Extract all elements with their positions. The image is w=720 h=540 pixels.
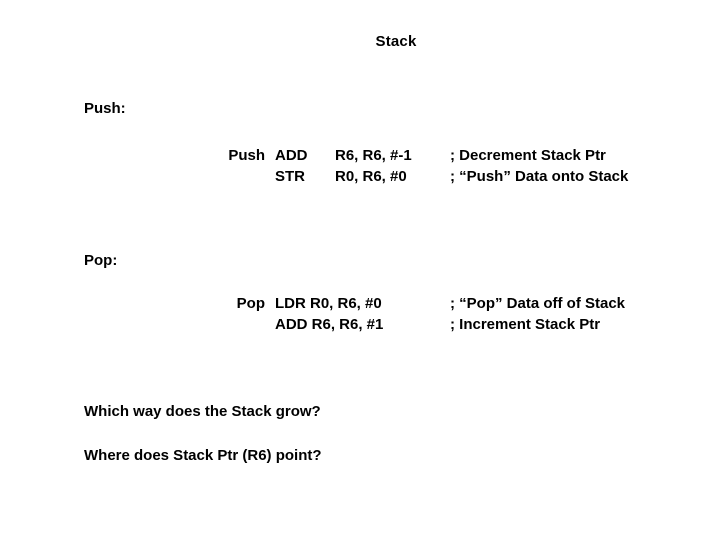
code-row: Pop LDR R0, R6, #0 ; “Pop” Data off of Sta…	[84, 293, 625, 314]
code-comment: ; “Push” Data onto Stack	[450, 168, 629, 185]
code-block-pop: Pop LDR R0, R6, #0 ; “Pop” Data off of Sta…	[84, 293, 625, 335]
question-stack-growth: Which way does the Stack grow?	[84, 403, 321, 420]
code-comment: ; Increment Stack Ptr	[450, 316, 601, 333]
code-instruction: ADD R6, R6, #1	[275, 316, 384, 333]
code-instruction: LDR R0, R6, #0	[275, 295, 382, 312]
code-operands: R0, R6, #0	[335, 168, 407, 185]
code-opcode: ADD	[275, 147, 308, 164]
page-title: Stack	[375, 33, 417, 50]
code-row: STR R0, R6, #0 ; “Push” Data onto Stack	[84, 166, 628, 187]
code-comment: ; “Pop” Data off of Stack	[450, 295, 626, 312]
code-opcode: STR	[275, 168, 305, 185]
code-row: Push ADD R6, R6, #-1 ; Decrement Stack Ptr	[84, 145, 628, 166]
question-stack-pointer: Where does Stack Ptr (R6) point?	[84, 447, 322, 464]
code-operands: R6, R6, #-1	[335, 147, 412, 164]
code-label: Pop	[236, 295, 265, 312]
section-heading-pop: Pop:	[84, 252, 118, 269]
code-comment: ; Decrement Stack Ptr	[450, 147, 606, 164]
code-label: Push	[228, 147, 265, 164]
section-heading-push: Push:	[84, 100, 126, 117]
code-row: ADD R6, R6, #1 ; Increment Stack Ptr	[84, 314, 625, 335]
